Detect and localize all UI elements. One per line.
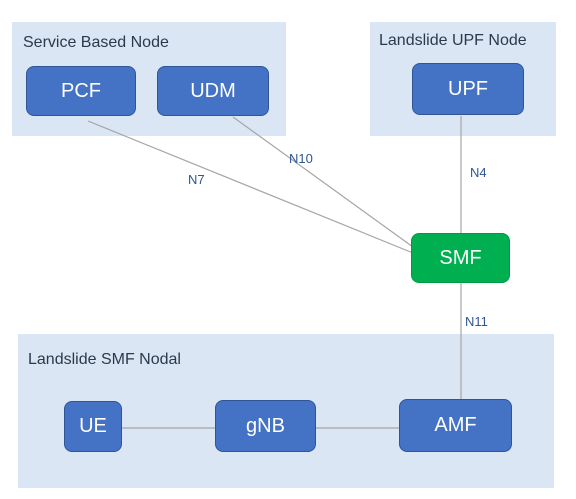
edge-label-n4: N4	[470, 165, 487, 180]
edge-label-n7: N7	[188, 172, 205, 187]
edge-udm-smf	[232, 116, 414, 248]
smf-node[interactable]: SMF	[411, 233, 510, 283]
edge-pcf-smf	[87, 120, 414, 254]
ue-node[interactable]: UE	[64, 401, 122, 452]
pcf-node[interactable]: PCF	[26, 66, 136, 116]
upf-node[interactable]: UPF	[412, 63, 524, 115]
landslide-upf-node-label: Landslide UPF Node	[379, 32, 527, 49]
edge-label-n11: N11	[465, 314, 488, 329]
edge-label-n10: N10	[289, 151, 313, 166]
gnb-node[interactable]: gNB	[215, 400, 316, 452]
landslide-smf-nodal-label: Landslide SMF Nodal	[28, 351, 181, 368]
udm-node[interactable]: UDM	[157, 66, 269, 116]
service-based-node-label: Service Based Node	[23, 34, 169, 51]
amf-node[interactable]: AMF	[399, 399, 512, 452]
